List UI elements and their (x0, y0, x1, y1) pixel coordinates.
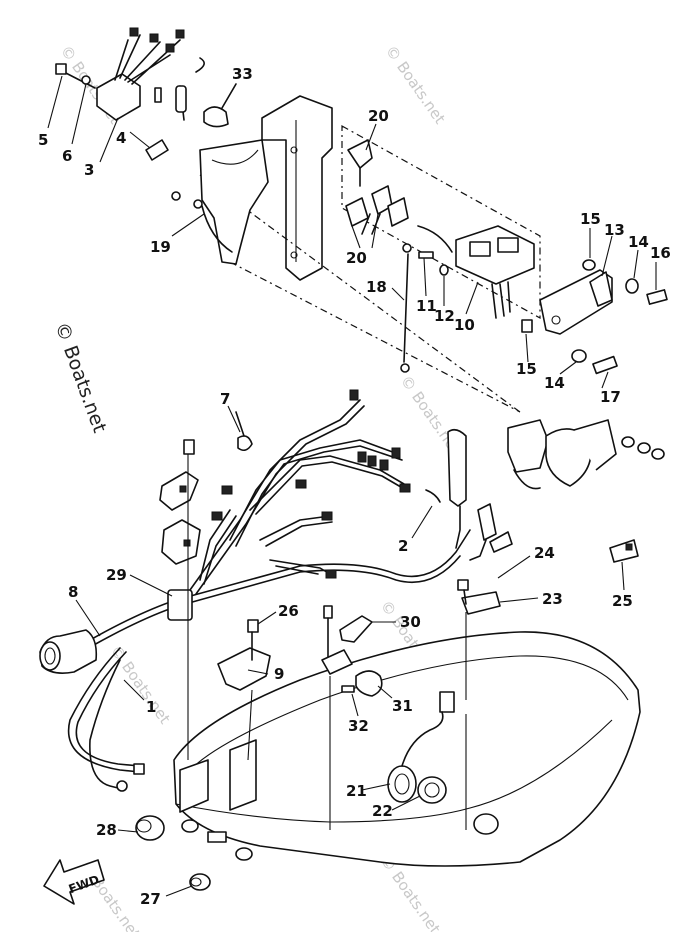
callout-14a: 14 (628, 233, 649, 251)
callout-1: 1 (146, 698, 156, 716)
callout-8: 8 (68, 583, 78, 601)
cdi-unit (417, 225, 535, 319)
wire-harness (89, 389, 471, 647)
callout-3: 3 (84, 161, 94, 179)
callout-33: 33 (232, 65, 253, 83)
callout-4: 4 (116, 129, 126, 147)
callout-28: 28 (96, 821, 117, 839)
watermark-text: © Boats.net (107, 642, 174, 727)
clip-31 (355, 670, 383, 697)
grommet-27 (189, 873, 211, 891)
callout-25: 25 (612, 592, 633, 610)
battery-cables (67, 647, 145, 792)
callout-2: 2 (398, 537, 408, 555)
regulator-part (507, 419, 665, 490)
harness-clamp (167, 589, 193, 621)
callout-29: 29 (106, 566, 127, 584)
clip-7 (235, 411, 253, 452)
harness-connector (39, 629, 98, 674)
callout-12: 12 (434, 307, 455, 325)
ground-wire (171, 191, 233, 253)
callout-32: 32 (348, 717, 369, 735)
callout-13: 13 (604, 221, 625, 239)
callout-9: 9 (274, 665, 284, 683)
callout-20b: 20 (346, 249, 367, 267)
callout-14b: 14 (544, 374, 565, 392)
rectifier-part (55, 27, 205, 161)
clip-25 (609, 539, 639, 563)
callout-17: 17 (600, 388, 621, 406)
screw-32 (341, 685, 355, 693)
bottom-cowling (173, 631, 641, 867)
callout-19: 19 (150, 238, 171, 256)
callout-22: 22 (372, 802, 393, 820)
bracket-23 (457, 579, 501, 615)
lead-wire (400, 243, 412, 373)
bracket-plate (199, 95, 541, 413)
callout-27: 27 (140, 890, 161, 908)
plug-cap (425, 428, 513, 561)
watermark-text: © Boats.net (382, 42, 449, 127)
callout-10: 10 (454, 316, 475, 334)
callout-26: 26 (278, 602, 299, 620)
callout-18: 18 (366, 278, 387, 296)
ignition-coils (345, 139, 409, 235)
leader-lines (47, 75, 657, 897)
bracket-9 (217, 619, 271, 691)
grommets-21-22 (387, 711, 447, 804)
fwd-arrow: FWD (43, 859, 105, 905)
callout-6: 6 (62, 147, 72, 165)
callout-24: 24 (534, 544, 555, 562)
callout-30: 30 (400, 613, 421, 631)
cdi-bracket (539, 269, 613, 335)
callout-23: 23 (542, 590, 563, 608)
callout-21: 21 (346, 782, 367, 800)
switch-parts (159, 439, 201, 565)
callout-31: 31 (392, 697, 413, 715)
callout-5: 5 (38, 131, 48, 149)
callout-labels: 1 2 3 4 5 6 7 8 9 10 11 12 13 14 14 15 1… (38, 65, 671, 908)
callout-20a: 20 (368, 107, 389, 125)
plug-28 (135, 815, 165, 841)
callout-11: 11 (416, 297, 437, 315)
part-11-12 (418, 251, 449, 276)
callout-15b: 15 (516, 360, 537, 378)
callout-7: 7 (220, 390, 230, 408)
clamp-30 (321, 605, 373, 675)
watermark-text: © Boats.net (50, 319, 110, 435)
fasteners-upper (521, 259, 668, 375)
clip-part (203, 83, 237, 128)
callout-15a: 15 (580, 210, 601, 228)
callout-16: 16 (650, 244, 671, 262)
cover-part (199, 139, 269, 265)
